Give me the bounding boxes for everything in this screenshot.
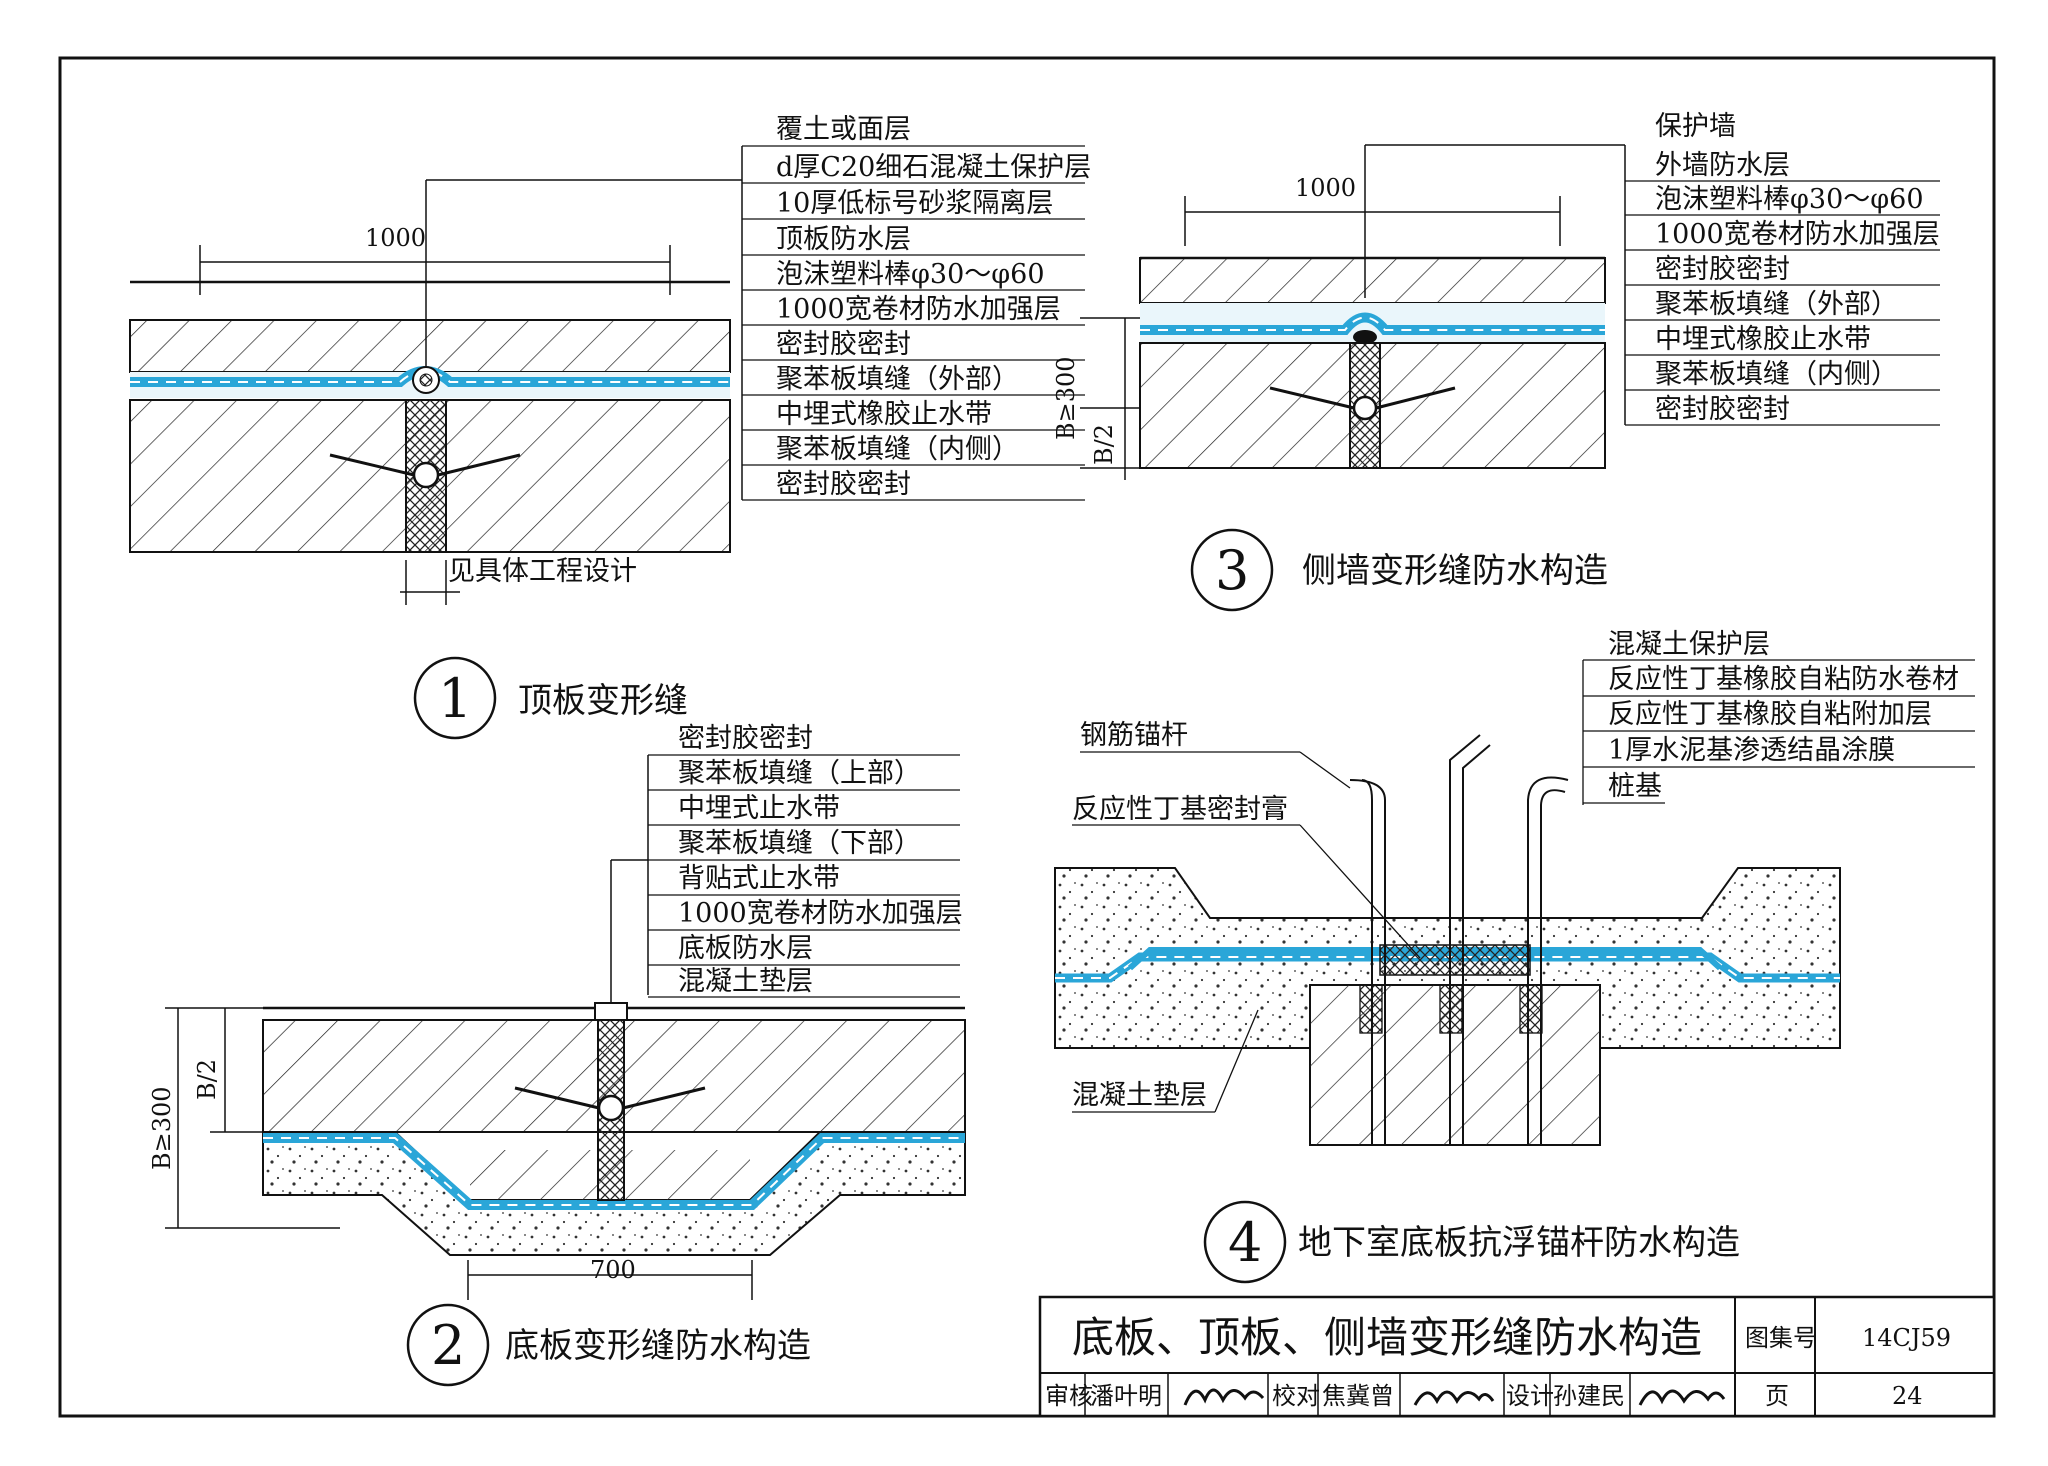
detail3-caption: 侧墙变形缝防水构造 xyxy=(1302,551,1608,591)
detail3-dim-width: 1000 xyxy=(1295,174,1356,202)
detail2-label: 混凝土垫层 xyxy=(678,966,813,997)
detail4-number: 4 xyxy=(1228,1211,1262,1274)
detail1-label: 泡沫塑料棒φ30～φ60 xyxy=(776,259,1045,290)
atlas-label: 图集号 xyxy=(1745,1324,1817,1352)
detail2-label: 聚苯板填缝（上部） xyxy=(678,758,921,789)
detail1-label: d厚C20细石混凝土保护层 xyxy=(776,152,1091,183)
review-label: 审核 xyxy=(1045,1382,1093,1410)
detail3-label: 泡沫塑料棒φ30～φ60 xyxy=(1655,184,1924,215)
detail1-label: 聚苯板填缝（内侧） xyxy=(776,434,1019,465)
detail2-dim-b: B≥300 xyxy=(148,1086,176,1170)
detail1-label: 顶板防水层 xyxy=(776,224,911,255)
detail4-label: 反应性丁基橡胶自粘附加层 xyxy=(1608,699,1932,730)
detail1-label: 1000宽卷材防水加强层 xyxy=(776,294,1061,325)
detail2-label: 密封胶密封 xyxy=(678,723,813,754)
detail4-label-cushion: 混凝土垫层 xyxy=(1072,1080,1207,1111)
detail2-number: 2 xyxy=(431,1314,465,1377)
detail4-label: 桩基 xyxy=(1608,771,1662,802)
detail2-number-circle xyxy=(406,1303,490,1387)
detail-4: 钢筋锚杆 反应性丁基密封膏 混凝土垫层 混凝土保护层 反应性丁基橡胶自粘防水卷材… xyxy=(1054,629,1975,1284)
sheet-border xyxy=(58,56,1996,1418)
page-number: 24 xyxy=(1892,1382,1923,1410)
detail3-label: 聚苯板填缝（内侧） xyxy=(1655,359,1898,390)
detail-2: 700 B≥300 B/2 密封胶密封 聚苯板填缝（上部） 中埋式止水带 聚苯板… xyxy=(148,723,966,1387)
design-label: 设计 xyxy=(1506,1382,1554,1410)
detail3-label: 密封胶密封 xyxy=(1655,254,1790,285)
detail3-label: 1000宽卷材防水加强层 xyxy=(1655,219,1940,250)
detail1-label: 密封胶密封 xyxy=(776,469,911,500)
detail1-number-circle xyxy=(413,656,497,740)
detail2-labels: 密封胶密封 聚苯板填缝（上部） 中埋式止水带 聚苯板填缝（下部） 背贴式止水带 … xyxy=(648,723,963,998)
detail1-label: 聚苯板填缝（外部） xyxy=(776,364,1019,395)
detail1-label: 覆土或面层 xyxy=(776,114,911,145)
reviewer-signature xyxy=(1183,1388,1265,1406)
detail3-number-circle xyxy=(1190,528,1274,612)
sheet-title: 底板、顶板、侧墙变形缝防水构造 xyxy=(1072,1313,1702,1362)
detail2-dim-half: B/2 xyxy=(193,1059,221,1100)
detail1-number: 1 xyxy=(438,667,472,730)
designer-name: 孙建民 xyxy=(1553,1382,1625,1410)
detail-1: 1000 见具体工程设计 覆土或面层 d厚C20细石混凝土保护层 10厚低标号砂… xyxy=(129,114,1091,740)
detail4-number-circle xyxy=(1203,1200,1287,1284)
detail3-label: 保护墙 xyxy=(1655,111,1736,142)
detail3-label: 中埋式橡胶止水带 xyxy=(1655,324,1871,355)
detail4-label-sealant: 反应性丁基密封膏 xyxy=(1072,794,1288,825)
detail2-label: 1000宽卷材防水加强层 xyxy=(678,898,963,929)
check-label: 校对 xyxy=(1272,1382,1320,1410)
detail2-label: 底板防水层 xyxy=(678,933,813,964)
checker-name: 焦冀曾 xyxy=(1322,1382,1394,1410)
detail2-dim-width: 700 xyxy=(590,1256,636,1284)
detail4-label: 混凝土保护层 xyxy=(1608,629,1770,660)
detail4-label: 反应性丁基橡胶自粘防水卷材 xyxy=(1608,664,1959,695)
detail3-labels: 保护墙 外墙防水层 泡沫塑料棒φ30～φ60 1000宽卷材防水加强层 密封胶密… xyxy=(1625,111,1940,426)
detail3-number: 3 xyxy=(1215,539,1249,602)
detail1-label: 中埋式橡胶止水带 xyxy=(776,399,992,430)
detail2-caption: 底板变形缝防水构造 xyxy=(505,1326,811,1366)
detail3-dim-b: B≥300 xyxy=(1052,356,1080,440)
detail4-caption: 地下室底板抗浮锚杆防水构造 xyxy=(1298,1223,1740,1263)
title-block: 底板、顶板、侧墙变形缝防水构造 图集号 14CJ59 审核 潘叶明 校对 焦冀曾… xyxy=(1038,1295,1996,1418)
reviewer-name: 潘叶明 xyxy=(1090,1382,1162,1410)
detail3-dim-half: B/2 xyxy=(1090,424,1118,465)
detail1-dim-width: 1000 xyxy=(365,224,426,252)
detail1-labels: 覆土或面层 d厚C20细石混凝土保护层 10厚低标号砂浆隔离层 顶板防水层 泡沫… xyxy=(742,114,1091,501)
detail4-labels: 混凝土保护层 反应性丁基橡胶自粘防水卷材 反应性丁基橡胶自粘附加层 1厚水泥基渗… xyxy=(1583,629,1975,804)
checker-signature xyxy=(1413,1390,1495,1406)
detail-3: 1000 B≥300 B/2 保护墙 外墙防水层 泡沫塑料棒φ30～φ60 10… xyxy=(1052,111,1940,612)
detail2-label: 中埋式止水带 xyxy=(678,793,840,824)
detail2-label: 背贴式止水带 xyxy=(678,863,840,894)
detail3-label: 聚苯板填缝（外部） xyxy=(1655,289,1898,320)
detail2-label: 聚苯板填缝（下部） xyxy=(678,828,921,859)
detail4-label: 1厚水泥基渗透结晶涂膜 xyxy=(1608,735,1895,766)
detail3-label: 外墙防水层 xyxy=(1655,150,1790,181)
detail1-caption: 顶板变形缝 xyxy=(518,681,688,721)
detail4-label-rebar: 钢筋锚杆 xyxy=(1080,720,1188,751)
detail1-note: 见具体工程设计 xyxy=(448,556,637,587)
atlas-number: 14CJ59 xyxy=(1862,1324,1951,1352)
detail3-label: 密封胶密封 xyxy=(1655,394,1790,425)
detail1-label: 10厚低标号砂浆隔离层 xyxy=(776,188,1053,219)
page-label: 页 xyxy=(1765,1382,1789,1410)
detail1-label: 密封胶密封 xyxy=(776,329,911,360)
designer-signature xyxy=(1638,1389,1726,1406)
